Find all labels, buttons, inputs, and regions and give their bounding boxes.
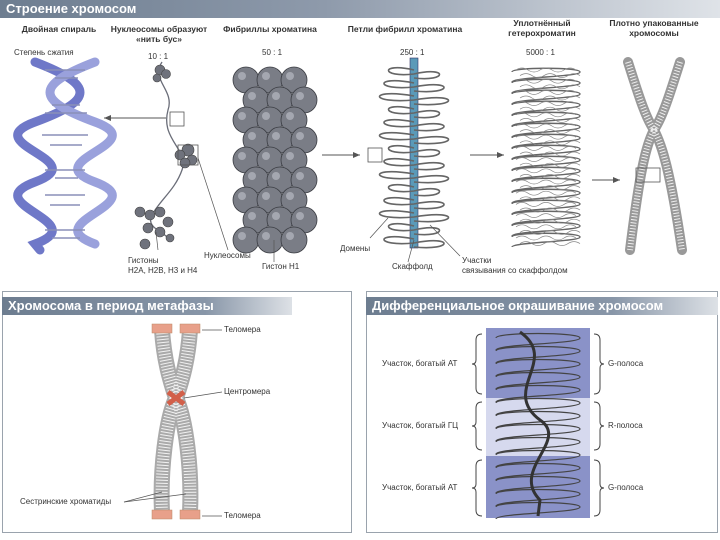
ratio-5000: 5000 : 1: [526, 48, 555, 57]
nucleosome-string-icon: [134, 61, 199, 250]
telomere-bottom-label: Теломера: [224, 511, 261, 520]
g-band-label-2: G-полоса: [608, 483, 644, 492]
label-histone-types: Н2А, Н2В, Н3 и Н4: [128, 266, 198, 275]
structure-artwork: [13, 57, 687, 263]
structure-title: Строение хромосом: [0, 0, 720, 18]
col-heterochromatin: Уплотнённый гетерохроматин: [508, 18, 576, 38]
col-packed: Плотно упакованные хромосомы: [609, 18, 699, 38]
col-fibrils: Фибриллы хроматина: [223, 24, 317, 34]
r-band-label: R-полоса: [608, 421, 643, 430]
sister-chromatids-label: Сестринские хроматиды: [20, 497, 112, 506]
label-binding-2: связывания со скаффолдом: [462, 266, 568, 275]
double-helix-icon: [13, 57, 117, 255]
compression-label: Степень сжатия: [14, 48, 74, 57]
packed-chromosome-icon: [623, 57, 687, 255]
label-histone-h1: Гистон Н1: [262, 262, 300, 271]
staining-panel: [366, 291, 718, 533]
label-nucleosomes: Нуклеосомы: [204, 251, 251, 260]
gc-rich-label: Участок, богатый ГЦ: [382, 421, 459, 430]
col-nucleosomes: Нуклеосомы образуют «нить бус»: [110, 24, 208, 44]
label-histones: Гистоны: [128, 256, 159, 265]
label-scaffold: Скаффолд: [392, 262, 433, 271]
ratio-250: 250 : 1: [400, 48, 425, 57]
col-double-helix: Двойная спираль: [21, 24, 97, 34]
label-domains: Домены: [340, 244, 371, 253]
ratio-10: 10 : 1: [148, 52, 169, 61]
g-band-label-1: G-полоса: [608, 359, 644, 368]
chromatin-fibril-icon: [232, 66, 318, 254]
chromatin-loops-icon: [367, 57, 461, 263]
centromere-label: Центромера: [224, 387, 271, 396]
staining-title: Дифференциальное окрашивание хромосом: [366, 297, 718, 315]
at-rich-label-1: Участок, богатый АТ: [382, 359, 458, 368]
at-rich-label-2: Участок, богатый АТ: [382, 483, 458, 492]
structure-panel: Строение хромосом: [0, 0, 720, 18]
telomere-top-label: Теломера: [224, 325, 261, 334]
metaphase-title: Хромосома в период метафазы: [2, 297, 292, 315]
label-binding-1: Участки: [462, 256, 492, 265]
heterochromatin-coil-icon: [511, 67, 581, 248]
ratio-50: 50 : 1: [262, 48, 283, 57]
col-loops: Петли фибрилл хроматина: [347, 24, 463, 34]
